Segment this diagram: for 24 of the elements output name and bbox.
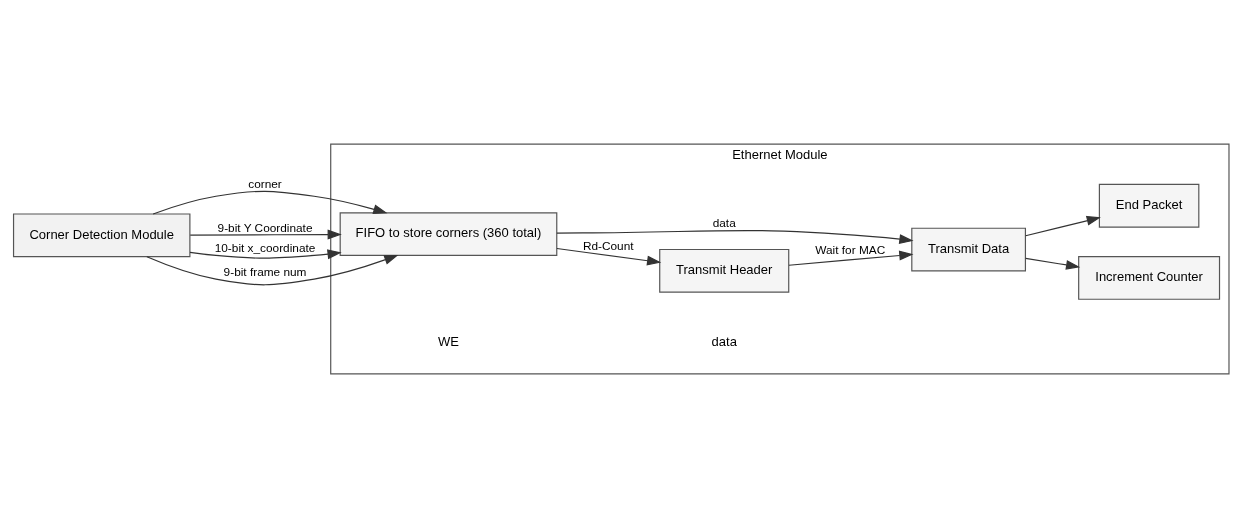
node-box: Transmit Data — [911, 227, 1026, 272]
edge-label: 9-bit Y Coordinate — [217, 220, 313, 235]
edge-label: Rd-Count — [582, 238, 634, 253]
arrow — [189, 229, 342, 240]
arrow — [146, 254, 399, 286]
node-box: Increment Counter — [1078, 256, 1221, 300]
label: WE — [438, 334, 459, 350]
node-box: FIFO to store corners (360 total) — [339, 212, 558, 257]
node-box: End Packet — [1098, 183, 1200, 228]
arrow — [556, 229, 914, 245]
label: data — [711, 334, 737, 350]
edge-label: 9-bit frame num — [223, 264, 307, 279]
arrow — [152, 190, 388, 215]
node-box: Corner Detection Module — [12, 213, 191, 258]
arrow — [556, 247, 662, 266]
edge-label: Wait for MAC — [815, 243, 886, 258]
arrow — [189, 249, 342, 260]
arrow — [1025, 257, 1081, 270]
edge-label: corner — [248, 176, 282, 191]
arrow — [1025, 215, 1101, 237]
node-box: Transmit Header — [659, 248, 790, 293]
edge-label: data — [712, 216, 736, 231]
edge-label: 10-bit x_coordinate — [214, 240, 316, 255]
arrow — [788, 250, 914, 266]
